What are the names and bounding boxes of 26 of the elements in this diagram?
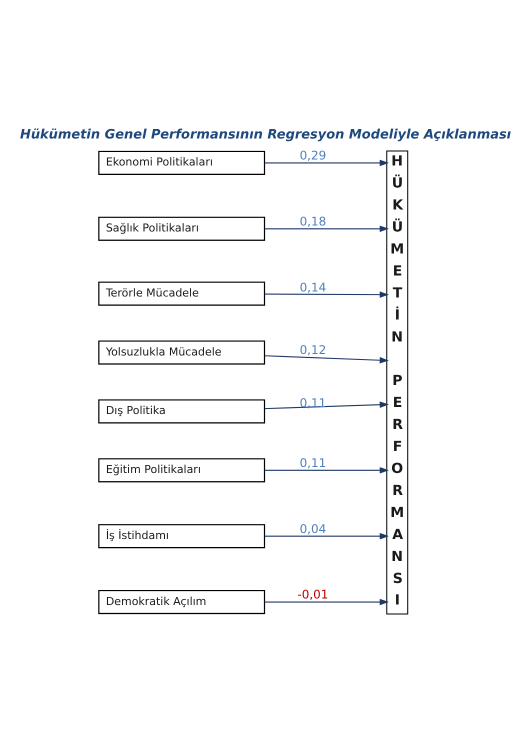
- edge-label: 0,11: [300, 396, 326, 410]
- node-box: Sağlık Politikaları: [98, 216, 266, 241]
- node-box: Yolsuzlukla Mücadele: [98, 340, 266, 365]
- arrow: [264, 401, 389, 410]
- arrow: [264, 467, 389, 474]
- node-box: Dış Politika: [98, 399, 266, 424]
- node-box: Ekonomi Politikaları: [98, 150, 266, 175]
- node-box: Eğitim Politikaları: [98, 458, 266, 482]
- node-box: HÜKÜMETİN PERFORMANSI: [386, 150, 408, 615]
- arrow: [264, 598, 389, 606]
- node-box: Terörle Mücadele: [98, 282, 266, 306]
- node-box: İş İstihdamı: [98, 524, 266, 548]
- arrow: [264, 291, 389, 298]
- arrow: [264, 532, 389, 540]
- edge-label: 0,18: [300, 214, 326, 228]
- edge-label: 0,04: [300, 522, 326, 536]
- edge-label: 0,12: [300, 343, 326, 358]
- edge-label: 0,14: [300, 280, 326, 294]
- edge-label: -0,01: [297, 588, 328, 602]
- edge-label: 0,29: [300, 148, 326, 163]
- arrow: [264, 355, 389, 364]
- arrow: [264, 226, 389, 232]
- arrow: [264, 160, 389, 166]
- edge-label: 0,11: [300, 456, 326, 470]
- diagram-title: Hükümetin Genel Performansının Regresyon Modeliyle Açıklanması: [20, 127, 512, 142]
- node-box: Demokratik Açılım: [98, 590, 266, 614]
